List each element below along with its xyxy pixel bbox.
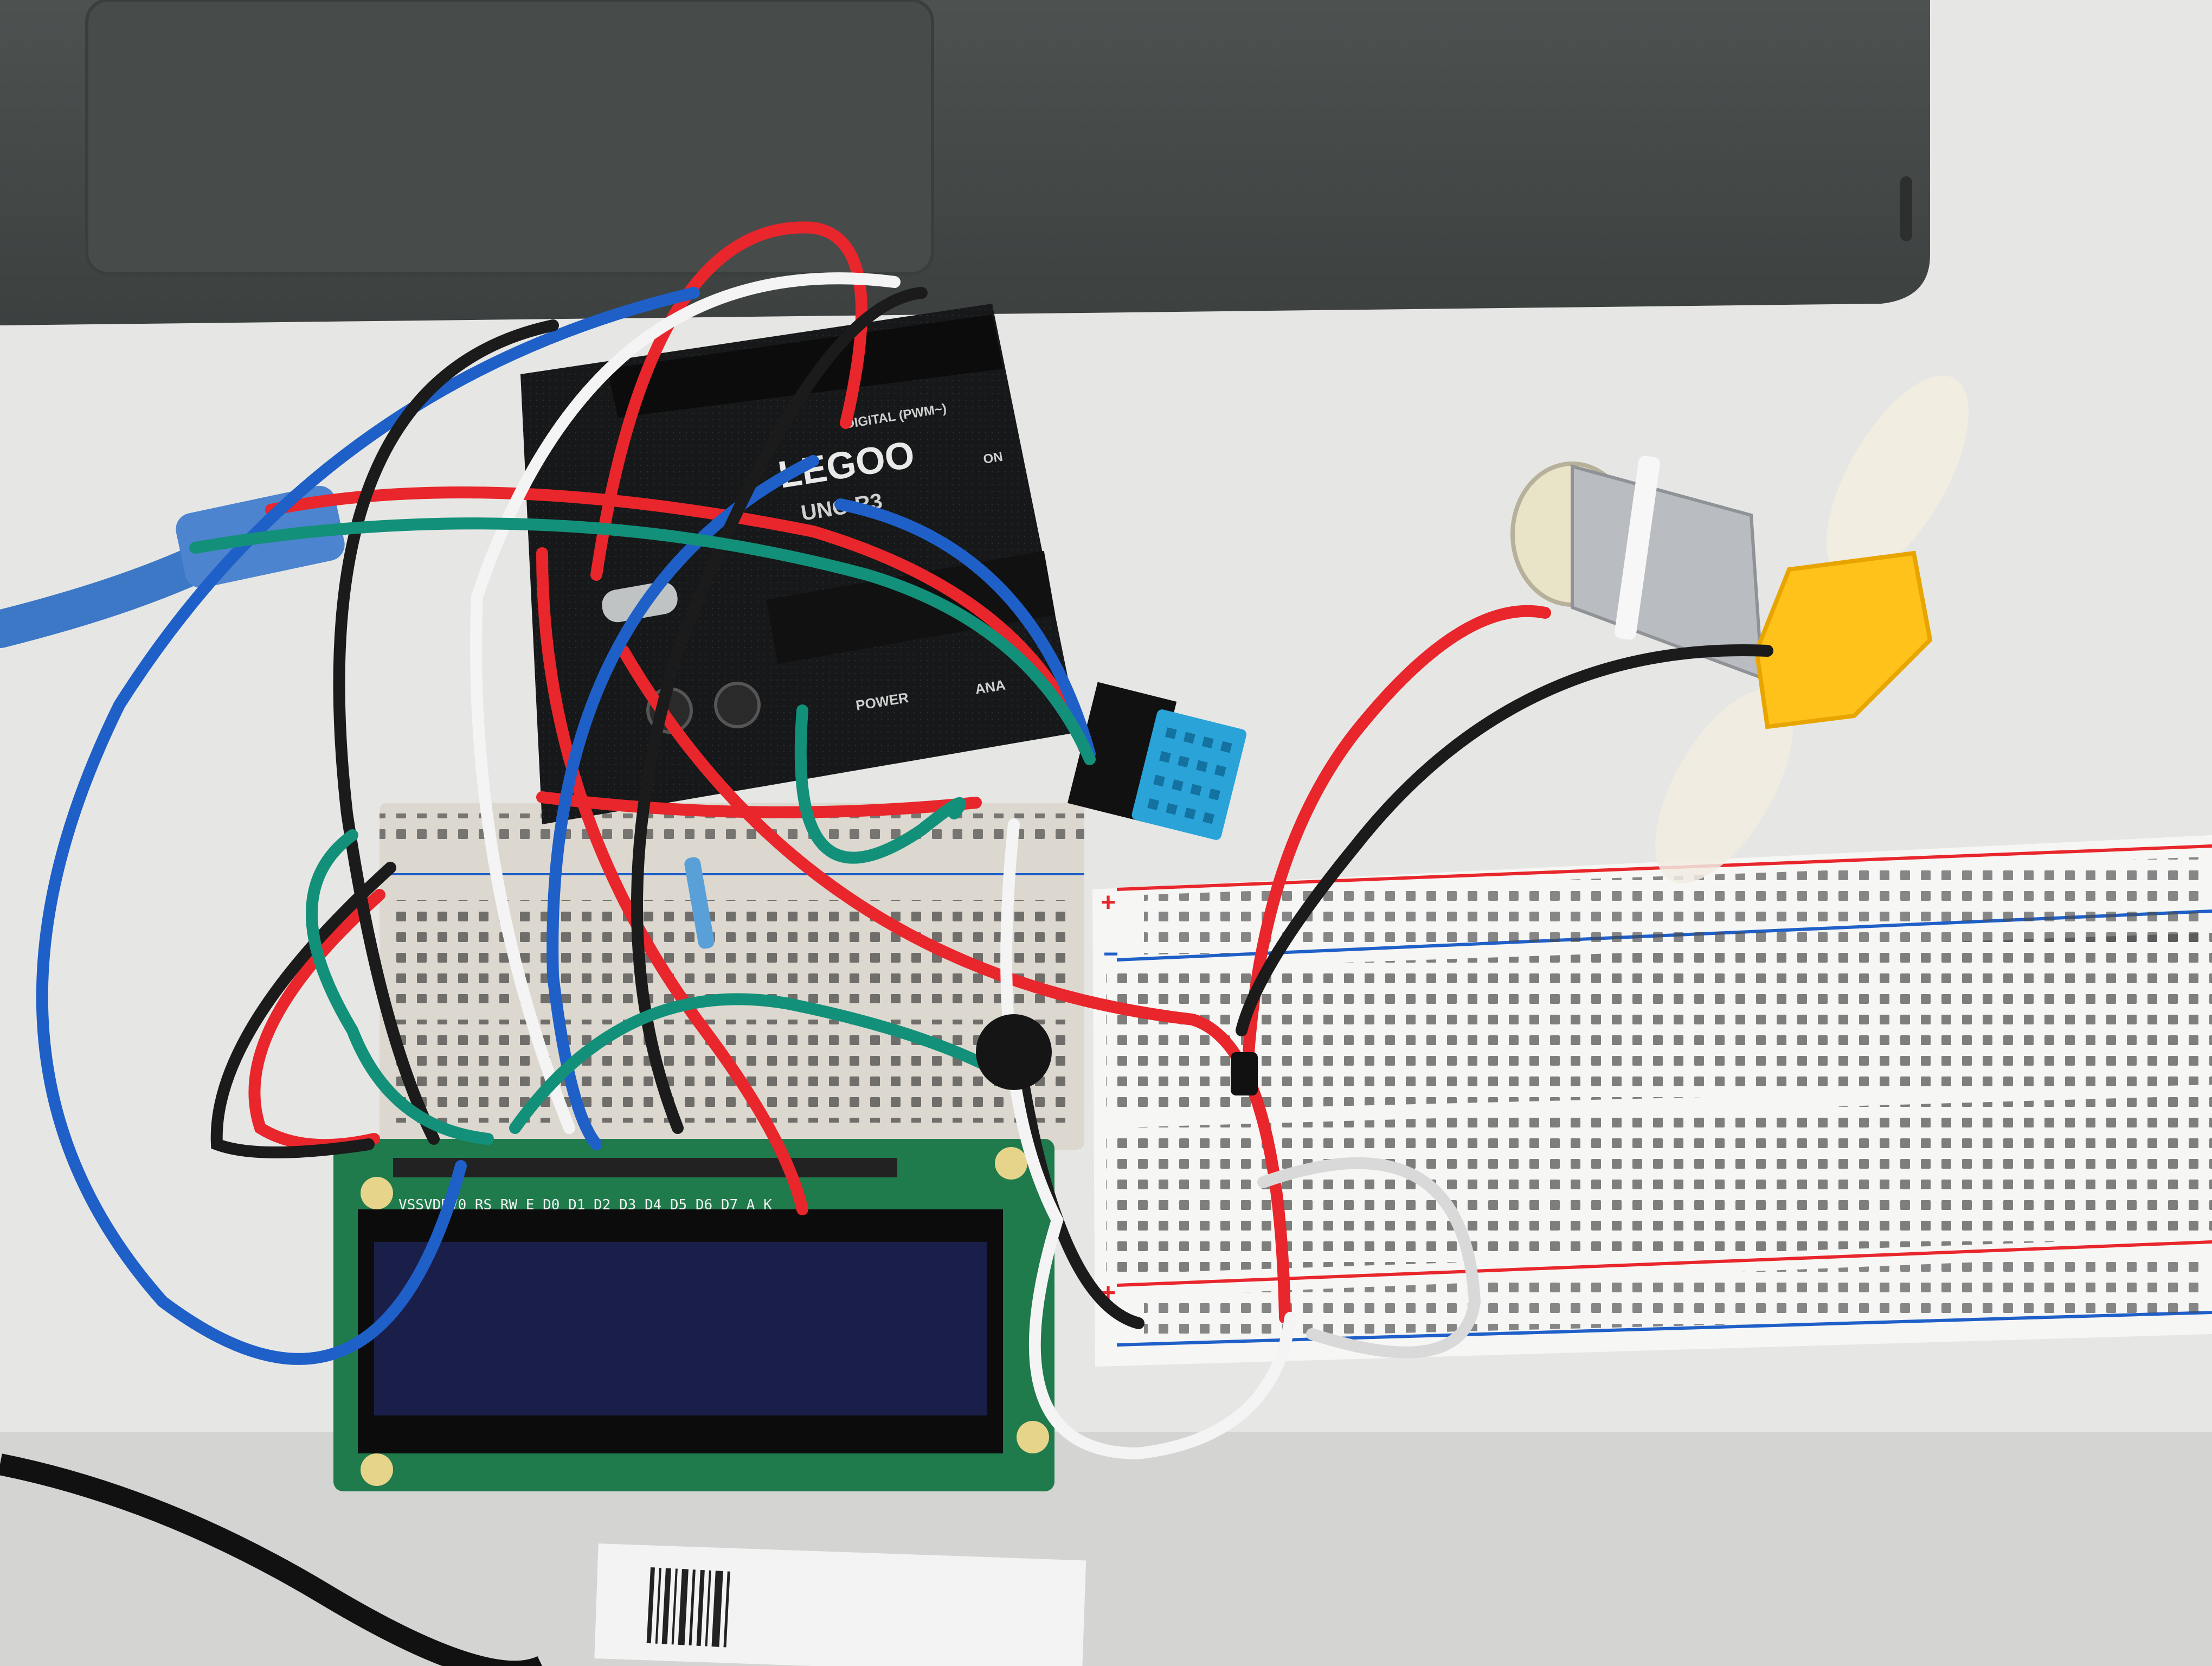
large-breadboard: + − + [1092, 835, 2212, 1367]
wire-black-3 [210, 862, 396, 1158]
cable-tie [1615, 456, 1660, 640]
buzzer [976, 1014, 1052, 1090]
fan-blade-top [1827, 375, 1969, 579]
wire-white-1 [470, 272, 901, 1134]
wire-green-2 [306, 829, 494, 1145]
bottom-rail-red-line [1116, 1240, 2212, 1287]
desk-edge-shadow [0, 1432, 2212, 1666]
wire-black-1 [631, 287, 928, 1134]
wire-black-motor [1236, 644, 1773, 1036]
black-cable-bottom [0, 1453, 542, 1666]
laptop [0, 0, 1930, 325]
wire-red-2 [265, 486, 1090, 754]
lcd-pin-header [393, 1158, 897, 1177]
wire-black-2 [333, 319, 559, 1145]
laptop-led [1900, 176, 1912, 241]
wire-black-4 [1013, 1052, 1144, 1329]
capacitor-2 [714, 682, 761, 728]
lcd-display: VSSVDDV0 RS RW E D0 D1 D2 D3 D4 D5 D6 D7… [333, 1139, 1054, 1491]
lcd-screen [374, 1242, 987, 1415]
minus-mark-top: − [1103, 940, 1118, 969]
arduino-on-label: ON [982, 450, 1004, 467]
dc-motor [1510, 456, 1764, 681]
barcode [646, 1567, 730, 1648]
wire-green-4 [509, 993, 1009, 1134]
dht11-sensor [1068, 682, 1247, 840]
wire-blue-3 [834, 498, 1096, 760]
small-breadboard [380, 803, 1084, 1150]
laptop-touchpad [85, 0, 934, 275]
plus-mark-top: + [1101, 888, 1116, 917]
wire-red-3 [536, 547, 808, 1215]
wire-red-6 [536, 791, 982, 818]
resistor [684, 857, 715, 949]
wire-green-1 [189, 517, 1096, 765]
wire-white-3 [1257, 1157, 1481, 1359]
wire-red-motor [1241, 605, 1551, 1085]
wire-blue-1 [36, 287, 700, 1365]
wire-green-3 [794, 704, 967, 864]
wire-red-1 [590, 221, 868, 581]
transistor [1231, 1052, 1258, 1095]
fan-blade-bottom [1655, 689, 1793, 883]
bottom-rail-blue-line [1116, 1311, 2212, 1347]
